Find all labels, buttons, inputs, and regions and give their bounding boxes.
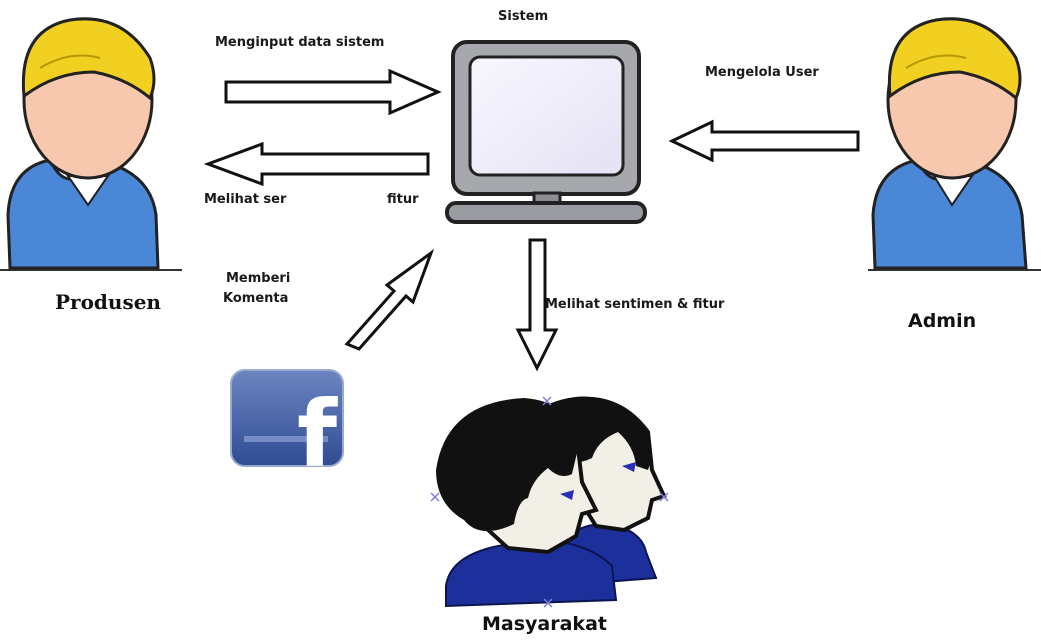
comment-label-line1: Memberi: [226, 271, 291, 286]
arrow-sentiment-down: [515, 238, 559, 372]
system-label: Sistem: [498, 9, 549, 24]
arrow-comment-up: [344, 248, 435, 351]
producer-label: Produsen: [55, 290, 161, 314]
producer-figure-icon: [0, 17, 182, 271]
facebook-icon: f: [230, 369, 344, 488]
computer-monitor-icon: [445, 40, 647, 224]
admin-figure-icon: [868, 17, 1041, 271]
public-crowd-icon: [430, 396, 669, 608]
view-sentiment-label: Melihat sentimen & fitur: [545, 297, 725, 312]
arrow-view-left: [203, 141, 430, 187]
input-data-label: Menginput data sistem: [215, 35, 385, 50]
admin-label: Admin: [908, 310, 977, 332]
comment-label-line2: Komenta: [223, 291, 289, 306]
public-label: Masyarakat: [482, 613, 607, 635]
arrow-admin-left: [668, 119, 860, 163]
view-right-label: fitur: [387, 192, 419, 207]
arrow-input-right: [224, 68, 442, 116]
manage-user-label: Mengelola User: [705, 65, 819, 80]
view-left-label: Melihat ser: [204, 192, 287, 207]
facebook-letter: f: [297, 381, 338, 488]
